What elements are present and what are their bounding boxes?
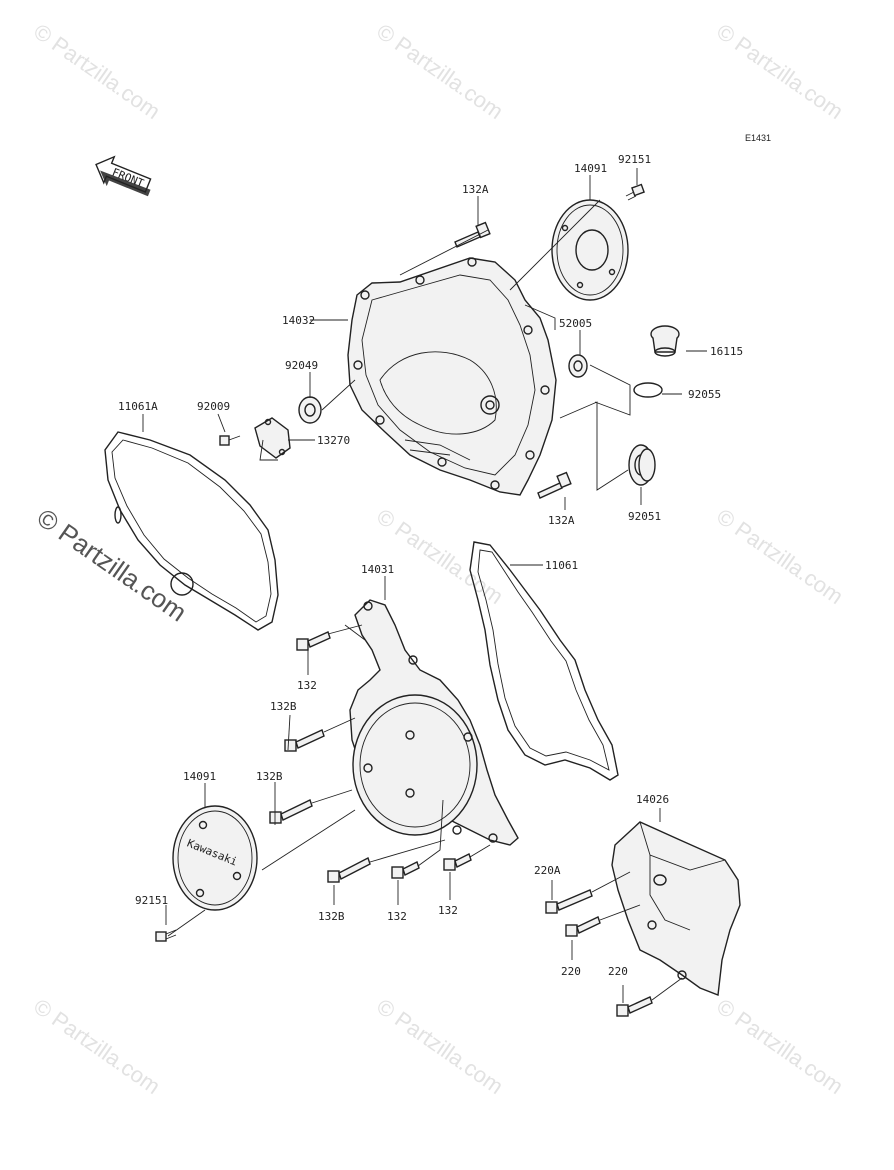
part-label-13270: 13270 bbox=[317, 434, 350, 447]
watermark: © Partzilla.com bbox=[712, 19, 848, 125]
bolt-220-a bbox=[565, 916, 601, 937]
watermark: © Partzilla.com bbox=[372, 504, 508, 610]
bolt-132-a bbox=[296, 631, 331, 651]
part-label-132: 132 bbox=[297, 679, 317, 692]
part-label-92049: 92049 bbox=[285, 359, 318, 372]
part-label-14026: 14026 bbox=[636, 793, 669, 806]
watermark: © Partzilla.com bbox=[29, 994, 165, 1100]
watermark: © Partzilla.com bbox=[29, 19, 165, 125]
plate-13270 bbox=[254, 417, 291, 459]
bolt-132A-bottom bbox=[537, 471, 572, 499]
part-label-92055: 92055 bbox=[688, 388, 721, 401]
watermark: © Partzilla.com bbox=[712, 994, 848, 1100]
oil-seal-52005 bbox=[568, 354, 588, 378]
part-label-132B: 132B bbox=[256, 770, 283, 783]
part-label-92151: 92151 bbox=[618, 153, 651, 166]
part-labels: 14091 92151 132A 14032 52005 16115 92049… bbox=[118, 153, 743, 978]
part-label-132B: 132B bbox=[270, 700, 297, 713]
part-label-52005: 52005 bbox=[559, 317, 592, 330]
part-label-14031: 14031 bbox=[361, 563, 394, 576]
clutch-cover-14032 bbox=[347, 257, 557, 496]
generator-cover-14031 bbox=[349, 599, 519, 846]
bolt-132B-c bbox=[327, 857, 371, 883]
part-label-16115: 16115 bbox=[710, 345, 743, 358]
bolt-220A bbox=[545, 889, 593, 914]
part-label-11061A: 11061A bbox=[118, 400, 158, 413]
cover-plate-14091-bottom: Kawasaki bbox=[172, 805, 258, 911]
bolt-92009 bbox=[219, 435, 241, 446]
part-label-92009: 92009 bbox=[197, 400, 230, 413]
plug-16115 bbox=[650, 325, 680, 357]
bolt-132-b bbox=[391, 861, 420, 879]
bolt-220-b bbox=[616, 996, 653, 1017]
watermark: © Partzilla.com bbox=[372, 994, 508, 1100]
o-ring-92055 bbox=[633, 382, 663, 398]
oil-seal-92051 bbox=[628, 444, 656, 486]
bolt-92151-top bbox=[625, 183, 645, 201]
bolt-132A-top bbox=[454, 221, 491, 248]
gasket-11061A bbox=[104, 431, 279, 631]
part-label-14032: 14032 bbox=[282, 314, 315, 327]
part-label-11061: 11061 bbox=[545, 559, 578, 572]
part-label-14091: 14091 bbox=[183, 770, 216, 783]
part-label-132B: 132B bbox=[318, 910, 345, 923]
part-label-220A: 220A bbox=[534, 864, 561, 877]
part-label-132A: 132A bbox=[462, 183, 489, 196]
part-label-132: 132 bbox=[438, 904, 458, 917]
front-arrow-icon: FRONT bbox=[95, 155, 152, 197]
sprocket-cover-14026 bbox=[611, 821, 741, 996]
bolt-132-c bbox=[443, 853, 472, 871]
bolt-92151-bottom bbox=[155, 929, 177, 942]
part-label-132A: 132A bbox=[548, 514, 575, 527]
part-label-220: 220 bbox=[561, 965, 581, 978]
bolt-132B-a bbox=[284, 729, 325, 752]
oil-seal-92049 bbox=[298, 396, 322, 424]
part-label-132: 132 bbox=[387, 910, 407, 923]
watermark: © Partzilla.com bbox=[372, 19, 508, 125]
part-label-92051: 92051 bbox=[628, 510, 661, 523]
part-label-92151: 92151 bbox=[135, 894, 168, 907]
gasket-11061 bbox=[469, 541, 619, 781]
part-label-220: 220 bbox=[608, 965, 628, 978]
cover-plate-14091-top bbox=[551, 199, 629, 301]
bolt-132B-b bbox=[269, 799, 313, 824]
watermark: © Partzilla.com bbox=[712, 504, 848, 610]
part-label-14091: 14091 bbox=[574, 162, 607, 175]
leader-lines bbox=[142, 168, 707, 1003]
diagram-code: E1431 bbox=[745, 133, 771, 143]
watermark-main: © Partzilla.com bbox=[32, 502, 193, 627]
